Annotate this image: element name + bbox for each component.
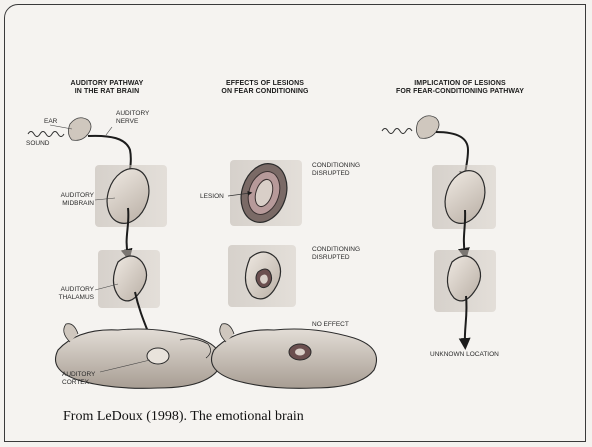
sound-wave-icon-2: [382, 129, 412, 134]
label-conditioning-disrupted-1: CONDITIONING DISRUPTED: [312, 162, 360, 177]
label-cond2-l2: DISRUPTED: [312, 254, 360, 262]
col2-title: EFFECTS OF LESIONS ON FEAR CONDITIONING: [210, 80, 320, 96]
col2-midbrain-lesion: [228, 158, 302, 229]
label-unknown-location: UNKNOWN LOCATION: [430, 351, 499, 359]
col3-midbrain: [432, 165, 496, 254]
col2-title-line1: EFFECTS OF LESIONS: [210, 80, 320, 88]
col1-title-line1: AUDITORY PATHWAY: [52, 80, 162, 88]
label-lesion: LESION: [200, 193, 224, 201]
ear-icon-2: [416, 116, 439, 139]
col1-midbrain: [95, 163, 167, 255]
label-cortex-l2: CORTEX: [62, 379, 95, 387]
label-auditory-nerve-l1: AUDITORY: [116, 110, 149, 118]
label-cond1-l2: DISRUPTED: [312, 170, 360, 178]
label-auditory-nerve-l2: NERVE: [116, 118, 149, 126]
label-cortex-l1: AUDITORY: [62, 371, 95, 379]
label-midbrain-l2: MIDBRAIN: [56, 200, 94, 208]
col1-title-line2: IN THE RAT BRAIN: [52, 88, 162, 96]
col1-title: AUDITORY PATHWAY IN THE RAT BRAIN: [52, 80, 162, 96]
col2-thalamus-lesion: [228, 245, 296, 307]
label-auditory-nerve: AUDITORY NERVE: [116, 110, 149, 125]
col3-thalamus: [434, 250, 496, 344]
label-auditory-thalamus: AUDITORY THALAMUS: [54, 286, 94, 301]
label-thalamus-l1: AUDITORY: [54, 286, 94, 294]
col2-title-line2: ON FEAR CONDITIONING: [210, 88, 320, 96]
col3-title-line2: FOR FEAR-CONDITIONING PATHWAY: [385, 88, 535, 96]
col2-brain: [212, 324, 377, 389]
label-auditory-cortex: AUDITORY CORTEX: [62, 371, 95, 386]
sound-wave-icon: [28, 132, 64, 137]
label-no-effect: NO EFFECT: [312, 321, 349, 329]
label-cond1-l1: CONDITIONING: [312, 162, 360, 170]
caption: From LeDoux (1998). The emotional brain: [63, 409, 304, 425]
col3-title-line1: IMPLICATION OF LESIONS: [385, 80, 535, 88]
label-thalamus-l2: THALAMUS: [54, 294, 94, 302]
label-midbrain-l1: AUDITORY: [56, 192, 94, 200]
label-cond2-l1: CONDITIONING: [312, 246, 360, 254]
label-auditory-midbrain: AUDITORY MIDBRAIN: [56, 192, 94, 207]
label-sound: SOUND: [26, 140, 49, 148]
label-ear: EAR: [44, 118, 57, 126]
col3-title: IMPLICATION OF LESIONS FOR FEAR-CONDITIO…: [385, 80, 535, 96]
label-conditioning-disrupted-2: CONDITIONING DISRUPTED: [312, 246, 360, 261]
